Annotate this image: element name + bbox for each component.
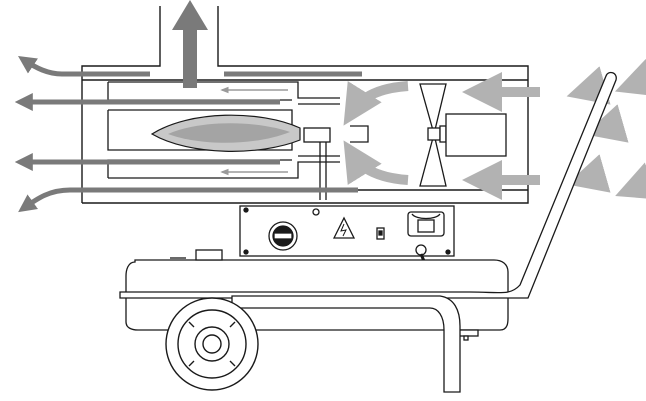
intake-arrows (462, 59, 646, 200)
frame-handle[interactable] (119, 71, 617, 393)
fan-airflow (343, 81, 409, 185)
dial-knob-icon[interactable] (268, 221, 298, 251)
fan-motor (445, 113, 507, 157)
warning-triangle-icon (332, 216, 356, 239)
wheel (165, 297, 259, 391)
flame (150, 114, 301, 152)
thermostat-housing[interactable] (407, 211, 445, 237)
exhaust-arrows (14, 56, 362, 213)
power-switch-icon[interactable] (376, 227, 385, 240)
burner-nozzle (303, 127, 331, 200)
chimney-arrow (172, 0, 208, 88)
internal-airflow (220, 86, 288, 176)
fan (419, 83, 447, 187)
